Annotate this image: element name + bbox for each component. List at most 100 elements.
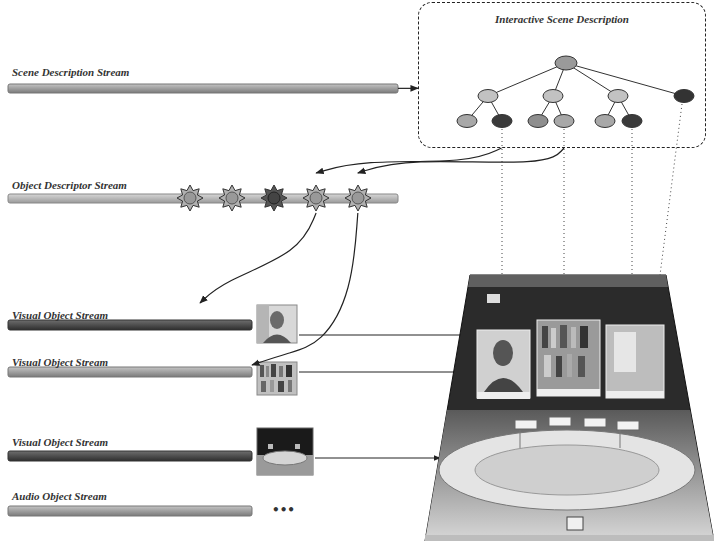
thumbnail-item xyxy=(268,444,273,449)
tree-node xyxy=(492,115,512,128)
stream-bar xyxy=(8,367,252,377)
panel-window xyxy=(614,332,636,372)
table-inner xyxy=(475,445,659,495)
star-core xyxy=(310,192,322,204)
screen-frame xyxy=(425,275,714,541)
screen-floor xyxy=(425,410,714,541)
screen-panel xyxy=(537,320,600,396)
flow-arrow xyxy=(358,148,564,173)
panel-book xyxy=(542,326,548,348)
thumbnail-book xyxy=(270,380,274,392)
thumbnail-room xyxy=(257,428,313,475)
table-item xyxy=(549,417,571,426)
thumbnail-shelf xyxy=(257,362,297,395)
star-core xyxy=(352,192,364,204)
tree-node xyxy=(608,90,628,103)
descriptor-star xyxy=(261,185,287,211)
screen-statusbar xyxy=(425,535,714,541)
scene-tree xyxy=(457,56,694,128)
stream-band: Visual Object Stream xyxy=(8,303,252,333)
render-arrow xyxy=(315,458,440,459)
continuation-dots: ••• xyxy=(272,503,295,517)
thumbnail-book xyxy=(266,366,269,377)
stream-band: Visual Object Stream xyxy=(8,430,252,463)
panel-caption xyxy=(606,391,664,398)
thumbnail-book xyxy=(279,366,283,377)
screen-panel xyxy=(477,330,530,398)
projection-line xyxy=(660,104,682,275)
object-descriptors xyxy=(177,185,371,211)
table-leg xyxy=(520,430,521,448)
stream-band: Visual Object Stream xyxy=(8,350,252,380)
stream-bar xyxy=(8,506,252,516)
flow-arrow xyxy=(398,88,418,89)
stream-label: Audio Object Stream xyxy=(12,490,107,503)
stream-band: Audio Object Stream xyxy=(8,484,252,518)
thumbnail-frame xyxy=(257,362,297,395)
render-arrow xyxy=(299,335,474,336)
projection-line xyxy=(632,129,633,275)
descriptor-star xyxy=(303,185,329,211)
descriptor-star xyxy=(345,185,371,211)
panel-book xyxy=(571,327,576,348)
table-item xyxy=(584,418,606,427)
tree-node xyxy=(528,115,548,128)
stream-label: Visual Object Stream xyxy=(12,356,108,369)
projection-lines xyxy=(502,104,682,275)
thumbnail-bg xyxy=(257,305,269,343)
thumbnail-frame xyxy=(257,305,297,343)
table-item xyxy=(515,420,537,429)
stream-band: Object Descriptor Stream xyxy=(8,173,398,213)
stream-band: Scene Description Stream xyxy=(8,60,398,95)
stream-label: Visual Object Stream xyxy=(12,309,108,322)
stream-label: Visual Object Stream xyxy=(12,436,108,449)
tree-node xyxy=(622,115,642,128)
star-core xyxy=(268,192,280,204)
projection-line xyxy=(502,129,503,275)
thumbnail-table xyxy=(263,451,307,465)
table-item xyxy=(617,421,639,430)
thumbnail-book xyxy=(271,364,276,377)
panel-book xyxy=(578,356,585,377)
descriptor-star xyxy=(177,185,203,211)
projection-line xyxy=(564,129,565,275)
thumbnail-book xyxy=(261,381,266,392)
thumbnail-book xyxy=(286,365,292,377)
flow-arrow xyxy=(252,213,358,365)
panel-head xyxy=(493,340,513,366)
panel-body xyxy=(484,378,523,392)
thumbnail-book xyxy=(260,365,264,377)
panel-book xyxy=(551,328,556,348)
screen-panel xyxy=(606,325,664,398)
thumbnail-book xyxy=(288,380,292,392)
tree-node xyxy=(555,56,577,70)
flow-arrow xyxy=(316,148,501,173)
table-top xyxy=(439,430,695,510)
thumbnail-item xyxy=(295,444,300,449)
star-core xyxy=(184,192,196,204)
screen-titlebar xyxy=(468,275,668,287)
flow-arrow xyxy=(200,213,316,303)
panel-book xyxy=(544,355,551,377)
tree-node xyxy=(595,115,615,128)
tree-node xyxy=(543,90,563,103)
thumbnail-book xyxy=(278,381,284,392)
scene-box: Interactive Scene Description xyxy=(418,2,706,148)
panel-caption xyxy=(537,389,600,396)
stream-label: Scene Description Stream xyxy=(12,66,129,79)
stream-label: Object Descriptor Stream xyxy=(12,179,127,192)
stream-bar xyxy=(8,451,252,461)
stream-bar xyxy=(8,84,398,93)
thumbnail-head xyxy=(270,311,284,329)
tree-node xyxy=(478,90,498,103)
thumbnail-body xyxy=(263,335,291,344)
stream-bar xyxy=(8,320,252,330)
panel-caption xyxy=(477,392,530,399)
box-title: Interactive Scene Description xyxy=(495,13,629,26)
thumbnail-face xyxy=(257,305,297,343)
descriptor-star xyxy=(219,185,245,211)
